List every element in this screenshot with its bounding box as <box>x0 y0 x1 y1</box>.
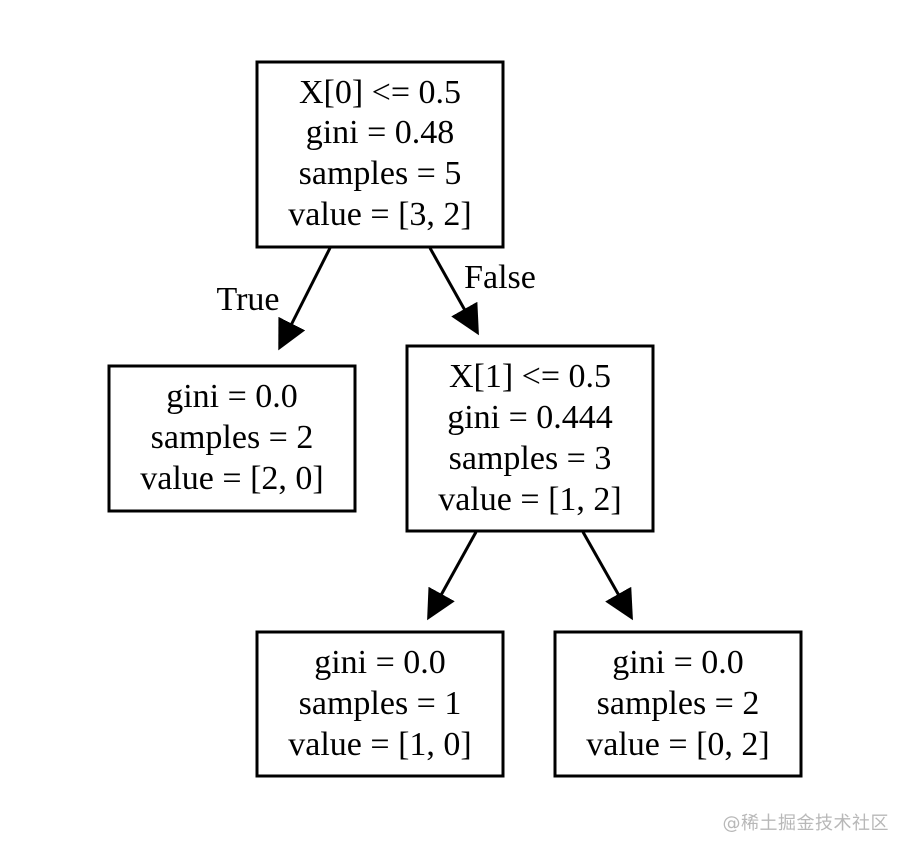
edge-root-to-right-split <box>428 247 479 336</box>
node-right-split-line-2: gini = 0.444 <box>447 399 613 436</box>
node-left-leaf-line-1: gini = 0.0 <box>166 378 298 415</box>
node-right-right-leaf-line-2: samples = 2 <box>597 685 760 722</box>
node-box-left-leaf <box>107 364 357 513</box>
node-right-split-line-4: value = [1, 2] <box>438 481 621 518</box>
node-box-right-left-leaf <box>255 630 505 778</box>
edge-label-false: False <box>464 259 536 296</box>
node-box-right-split <box>405 344 655 533</box>
node-left-leaf: gini = 0.0 samples = 2 value = [2, 0] <box>107 364 357 513</box>
node-right-right-leaf: gini = 0.0 samples = 2 value = [0, 2] <box>553 630 803 778</box>
edge-label-true: True <box>217 281 280 318</box>
edge-right-split-to-left-leaf <box>427 531 478 621</box>
node-right-left-leaf-line-3: value = [1, 0] <box>288 726 471 763</box>
node-right-split: X[1] <= 0.5 gini = 0.444 samples = 3 val… <box>405 344 655 533</box>
node-root-line-1: X[0] <= 0.5 <box>299 74 461 111</box>
node-root: X[0] <= 0.5 gini = 0.48 samples = 5 valu… <box>255 60 505 249</box>
node-root-line-3: samples = 5 <box>299 155 462 192</box>
node-left-leaf-line-2: samples = 2 <box>151 419 314 456</box>
edge-right-split-to-right-leaf <box>581 531 633 621</box>
node-right-split-line-1: X[1] <= 0.5 <box>449 358 611 395</box>
node-right-left-leaf: gini = 0.0 samples = 1 value = [1, 0] <box>255 630 505 778</box>
node-box-right-right-leaf <box>553 630 803 778</box>
node-root-line-2: gini = 0.48 <box>306 114 455 151</box>
watermark-text: @稀土掘金技术社区 <box>722 813 889 834</box>
node-right-left-leaf-line-1: gini = 0.0 <box>314 644 446 681</box>
node-right-right-leaf-line-3: value = [0, 2] <box>586 726 769 763</box>
node-root-line-4: value = [3, 2] <box>288 196 471 233</box>
node-right-split-line-3: samples = 3 <box>449 440 612 477</box>
node-right-left-leaf-line-2: samples = 1 <box>299 685 462 722</box>
node-right-right-leaf-line-1: gini = 0.0 <box>612 644 744 681</box>
edge-root-to-left-leaf <box>278 247 332 351</box>
node-box-root <box>255 60 505 249</box>
node-left-leaf-line-3: value = [2, 0] <box>140 460 323 497</box>
